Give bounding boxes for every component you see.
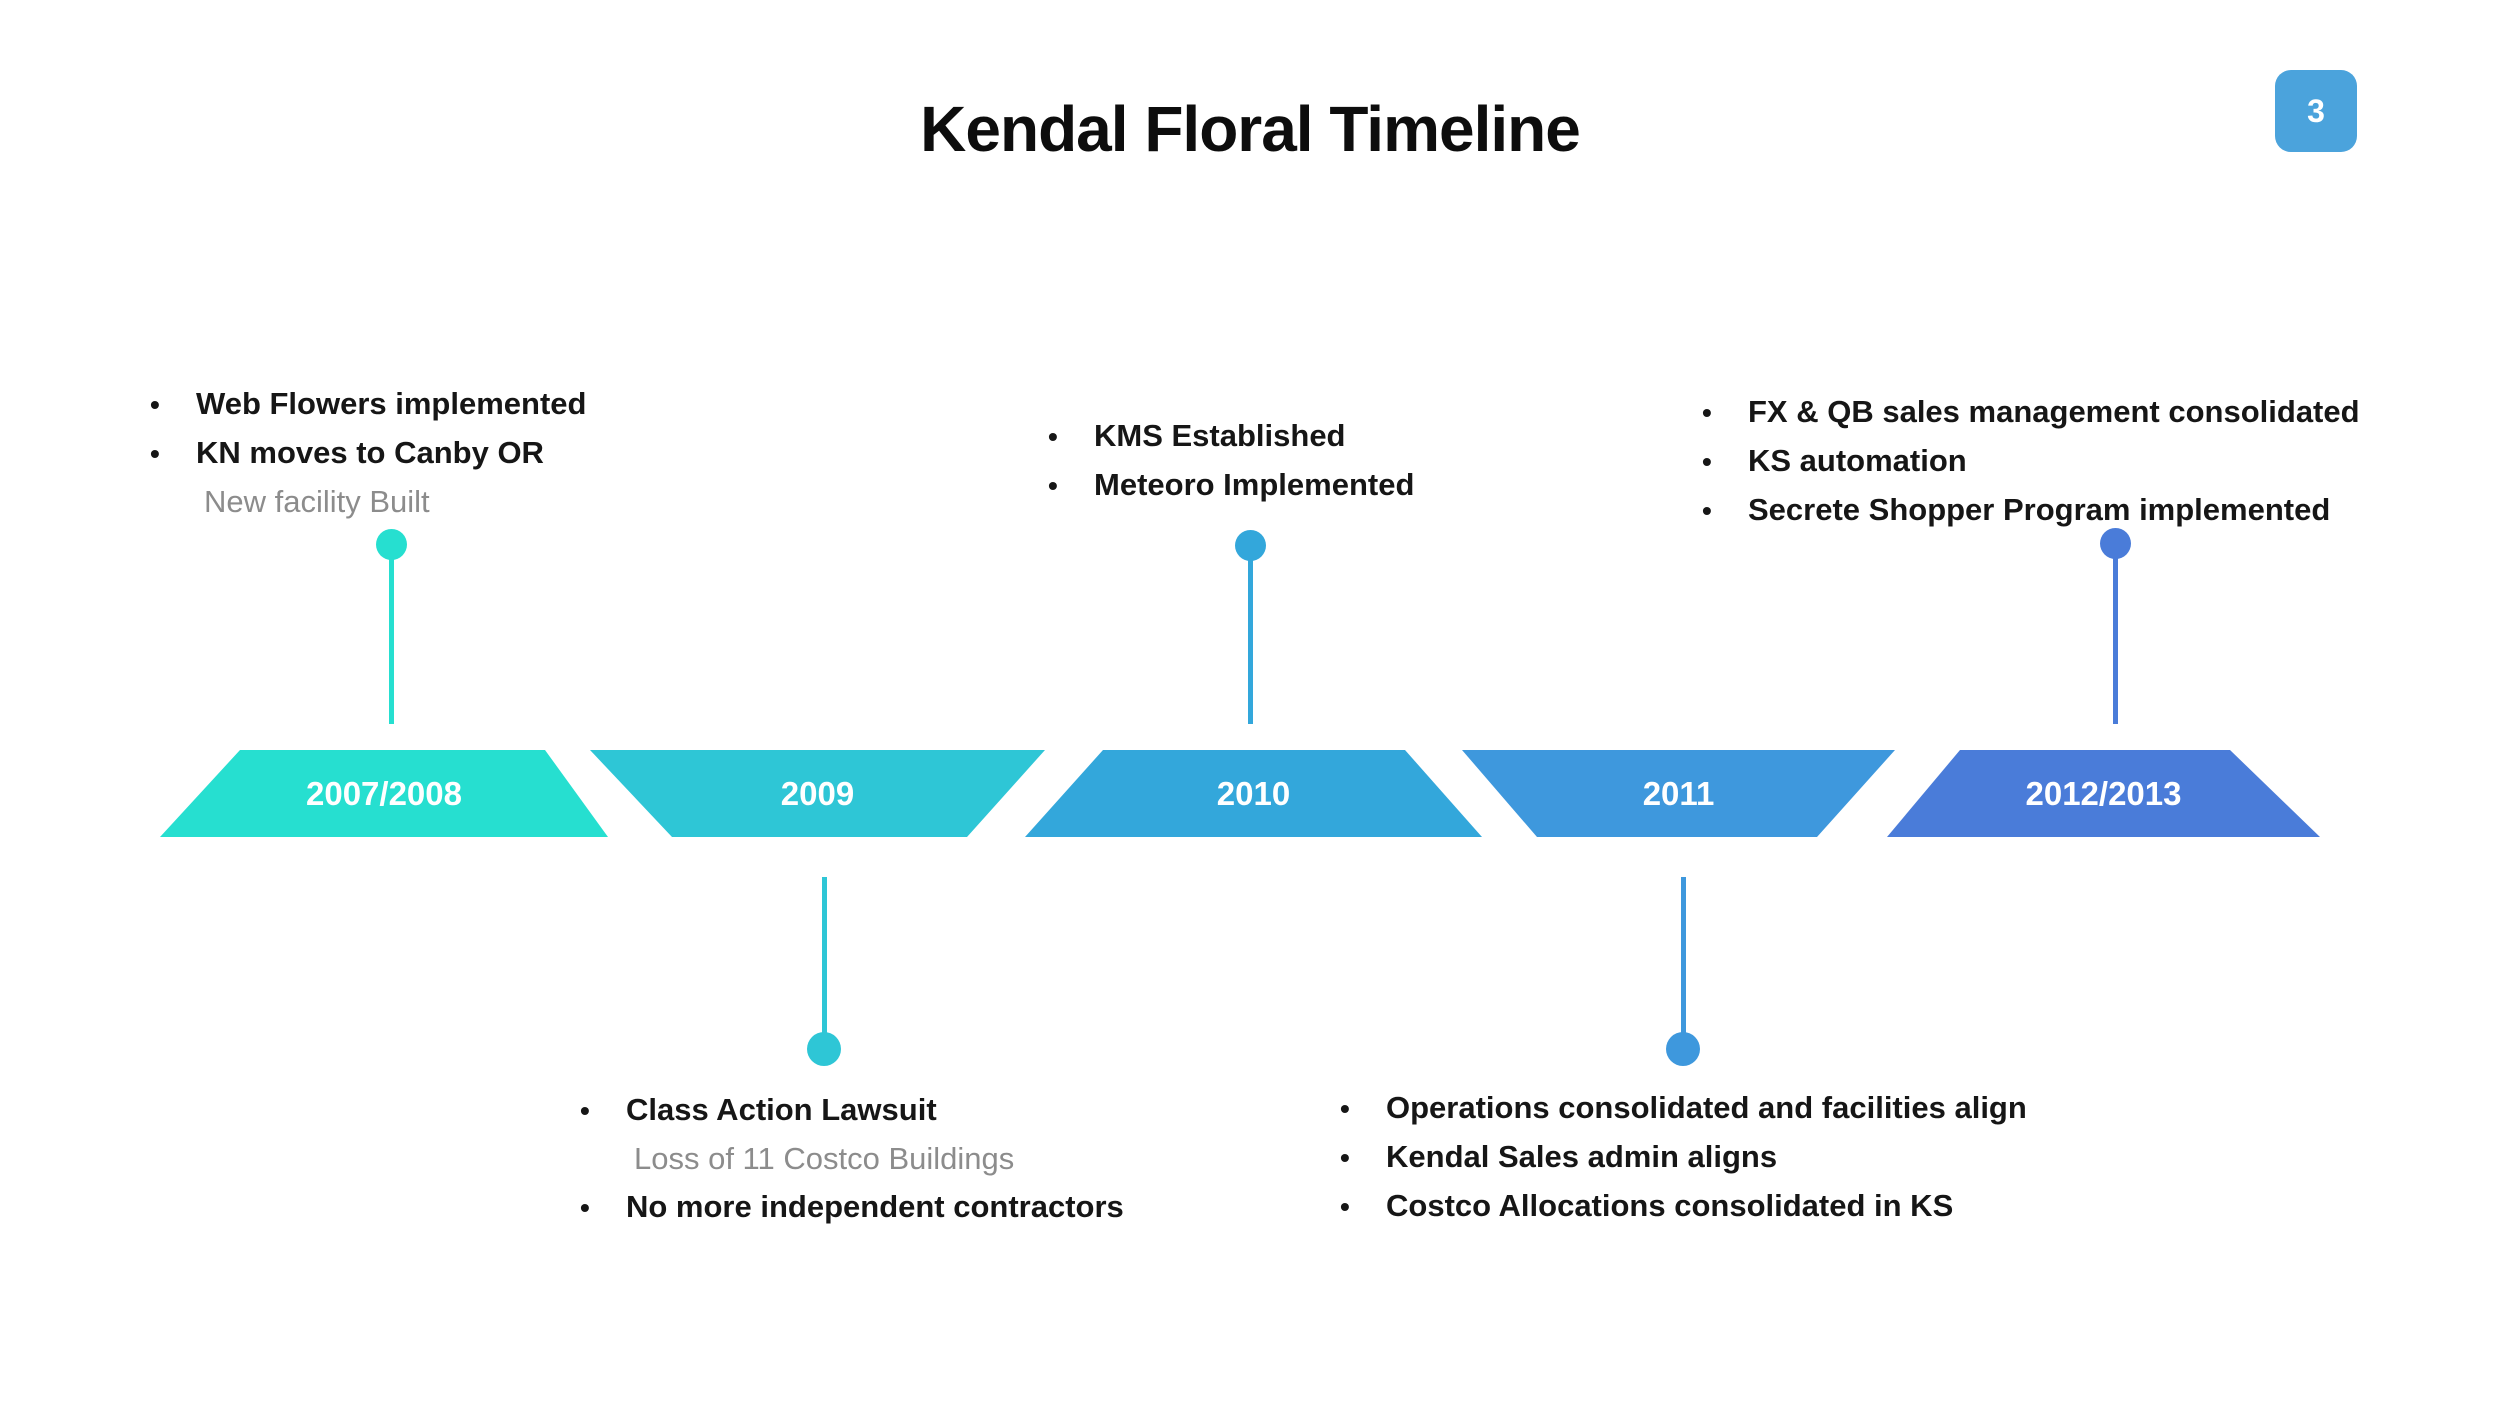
list-item-text: No more independent contractors bbox=[626, 1189, 1124, 1224]
list-item-text: Class Action Lawsuit bbox=[626, 1092, 937, 1127]
list-item-text: Costco Allocations consolidated in KS bbox=[1386, 1188, 1954, 1223]
connector-dot-2011 bbox=[1666, 1032, 1700, 1066]
list-item: Meteoro Implemented bbox=[1048, 461, 1414, 510]
list-item: Secrete Shopper Program implemented bbox=[1702, 486, 2360, 535]
list-item: Class Action Lawsuit bbox=[580, 1086, 1124, 1135]
list-item-text: Secrete Shopper Program implemented bbox=[1748, 492, 2331, 527]
connector-dot-2010 bbox=[1235, 530, 1266, 561]
list-item-text: Kendal Sales admin aligns bbox=[1386, 1139, 1778, 1174]
list-item: FX & QB sales management consolidated bbox=[1702, 388, 2360, 437]
bullet-icon bbox=[1048, 461, 1094, 510]
list-item-text: KMS Established bbox=[1094, 418, 1346, 453]
bullet-icon bbox=[1702, 437, 1748, 486]
list-item-text: Loss of 11 Costco Buildings bbox=[634, 1141, 1015, 1176]
connector-dot-2009 bbox=[807, 1032, 841, 1066]
bullet-icon bbox=[150, 380, 196, 429]
page-number-badge: 3 bbox=[2275, 70, 2357, 152]
list-item-text: Web Flowers implemented bbox=[196, 386, 587, 421]
list-item-text: Operations consolidated and facilities a… bbox=[1386, 1090, 2027, 1125]
bullet-icon bbox=[580, 1183, 626, 1232]
connector-line-2012-2013 bbox=[2113, 554, 2118, 724]
bullet-icon bbox=[1340, 1182, 1386, 1231]
connector-line-2010 bbox=[1248, 556, 1253, 724]
list-item: Kendal Sales admin aligns bbox=[1340, 1133, 2027, 1182]
connector-line-2011 bbox=[1681, 877, 1686, 1035]
connector-dot-2012-2013 bbox=[2100, 528, 2131, 559]
bullet-icon bbox=[1340, 1133, 1386, 1182]
list-item: No more independent contractors bbox=[580, 1183, 1124, 1232]
list-item: Costco Allocations consolidated in KS bbox=[1340, 1182, 2027, 1231]
list-item: KN moves to Canby OR bbox=[150, 429, 586, 478]
timeline-segment-label: 2009 bbox=[780, 774, 855, 812]
connector-line-2009 bbox=[822, 877, 827, 1035]
timeline-segment-2010: 2010 bbox=[1025, 750, 1482, 837]
list-subitem: New facility Built bbox=[204, 478, 586, 526]
list-item-text: New facility Built bbox=[204, 484, 430, 519]
bullet-icon bbox=[150, 429, 196, 478]
timeline-segment-2012-2013: 2012/2013 bbox=[1887, 750, 2320, 837]
bullet-group-2007-2008: Web Flowers implemented KN moves to Canb… bbox=[150, 380, 586, 526]
timeline-segment-2007-2008: 2007/2008 bbox=[160, 750, 608, 837]
page-title: Kendal Floral Timeline bbox=[920, 93, 1581, 165]
list-item: Web Flowers implemented bbox=[150, 380, 586, 429]
list-item: KMS Established bbox=[1048, 412, 1414, 461]
list-item-text: KN moves to Canby OR bbox=[196, 435, 544, 470]
timeline-segment-2011: 2011 bbox=[1462, 750, 1895, 837]
list-subitem: Loss of 11 Costco Buildings bbox=[634, 1135, 1124, 1183]
bullet-group-2009: Class Action Lawsuit Loss of 11 Costco B… bbox=[580, 1086, 1124, 1232]
timeline-segment-label: 2010 bbox=[1216, 774, 1291, 812]
timeline-segment-label: 2012/2013 bbox=[2025, 774, 2182, 812]
bullet-icon bbox=[1702, 388, 1748, 437]
bullet-icon bbox=[1340, 1084, 1386, 1133]
list-item-text: Meteoro Implemented bbox=[1094, 467, 1415, 502]
bullet-group-2012-2013: FX & QB sales management consolidated KS… bbox=[1702, 388, 2360, 535]
list-item-text: FX & QB sales management consolidated bbox=[1748, 394, 2360, 429]
connector-dot-2007-2008 bbox=[376, 529, 407, 560]
list-item-text: KS automation bbox=[1748, 443, 1967, 478]
connector-line-2007-2008 bbox=[389, 556, 394, 724]
timeline-segment-label: 2007/2008 bbox=[306, 774, 462, 812]
bullet-group-2011: Operations consolidated and facilities a… bbox=[1340, 1084, 2027, 1231]
bullet-group-2010: KMS Established Meteoro Implemented bbox=[1048, 412, 1414, 510]
timeline-segment-2009: 2009 bbox=[590, 750, 1045, 837]
bullet-icon bbox=[1048, 412, 1094, 461]
bullet-icon bbox=[1702, 486, 1748, 535]
timeline-segment-label: 2011 bbox=[1642, 774, 1715, 812]
bullet-icon bbox=[580, 1086, 626, 1135]
list-item: Operations consolidated and facilities a… bbox=[1340, 1084, 2027, 1133]
list-item: KS automation bbox=[1702, 437, 2360, 486]
